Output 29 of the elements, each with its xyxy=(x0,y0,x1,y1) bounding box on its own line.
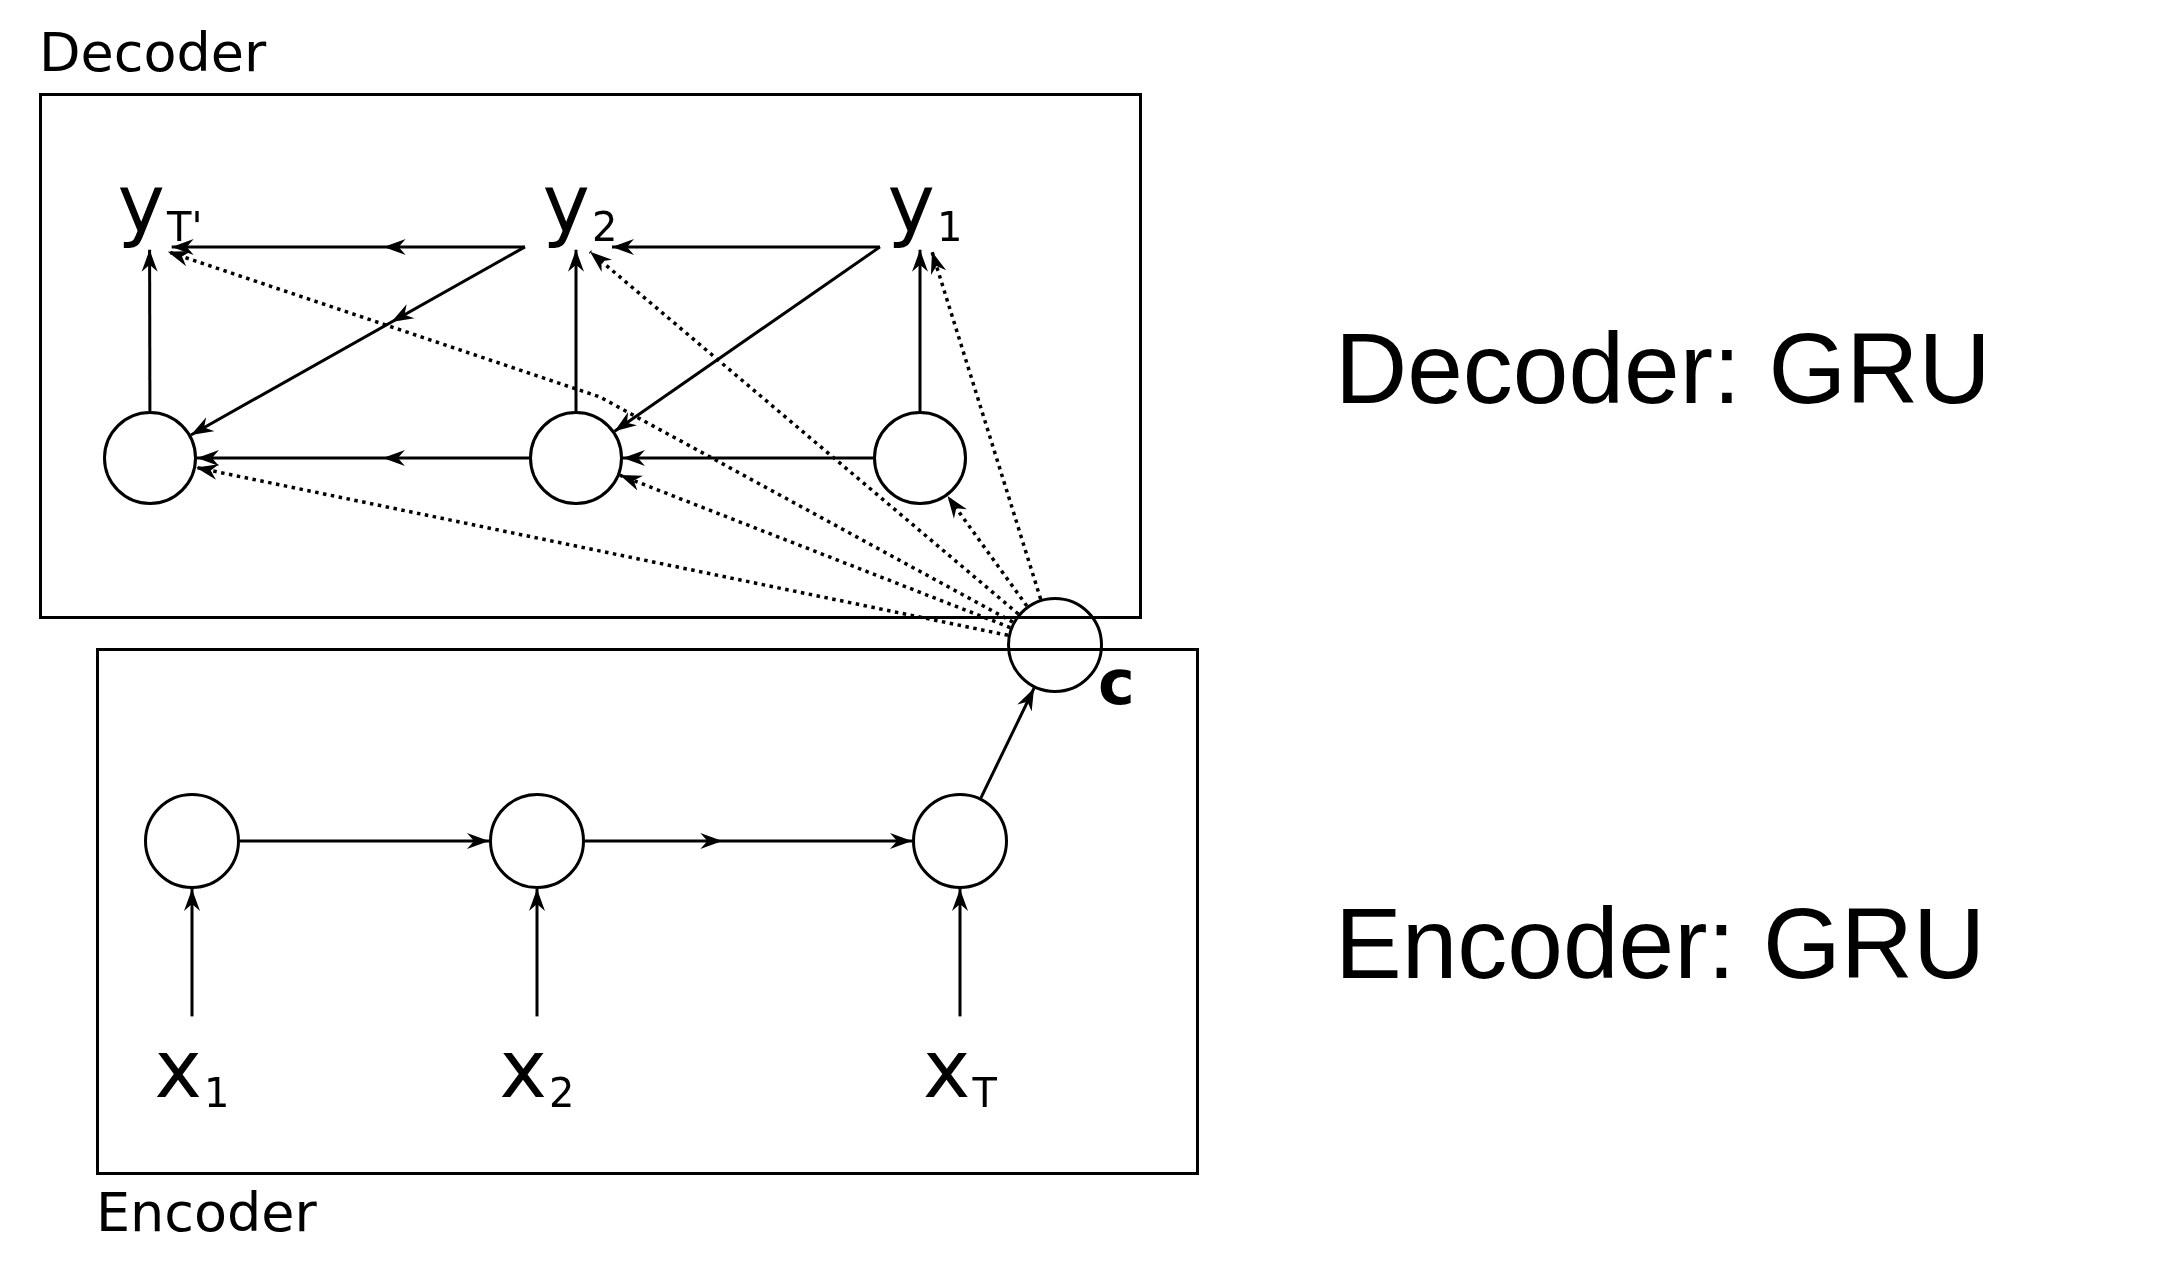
dotted-arrow xyxy=(195,464,1009,637)
box-heading: Decoder xyxy=(39,26,267,80)
arrow xyxy=(184,889,200,1017)
arrow xyxy=(568,249,584,411)
arrow xyxy=(912,249,928,411)
model-label: Decoder: GRU xyxy=(1335,318,1991,418)
model-label: Encoder: GRU xyxy=(1335,893,1986,993)
box-heading: Encoder xyxy=(96,1186,317,1240)
arrow xyxy=(623,450,873,466)
arrow xyxy=(612,238,880,255)
dotted-arrow xyxy=(946,495,1029,608)
variable-label: x$_{1}$ xyxy=(137,1020,247,1110)
arrow xyxy=(171,238,525,255)
variable-label: x$_{T}$ xyxy=(900,1020,1020,1110)
dotted-arrow xyxy=(167,250,1014,624)
node-label: c xyxy=(1098,652,1135,714)
arrow xyxy=(613,245,881,433)
arrow xyxy=(529,889,545,1017)
arrow xyxy=(141,249,158,411)
variable-label: x$_{2}$ xyxy=(482,1020,592,1110)
dotted-arrow xyxy=(619,473,1011,630)
arrow xyxy=(585,833,912,849)
arrow xyxy=(952,889,968,1017)
arrow xyxy=(190,245,526,437)
arrow xyxy=(240,833,489,849)
dotted-arrow xyxy=(588,250,1020,616)
arrow xyxy=(979,687,1036,799)
dotted-arrow xyxy=(930,251,1043,600)
arrow xyxy=(197,450,529,466)
